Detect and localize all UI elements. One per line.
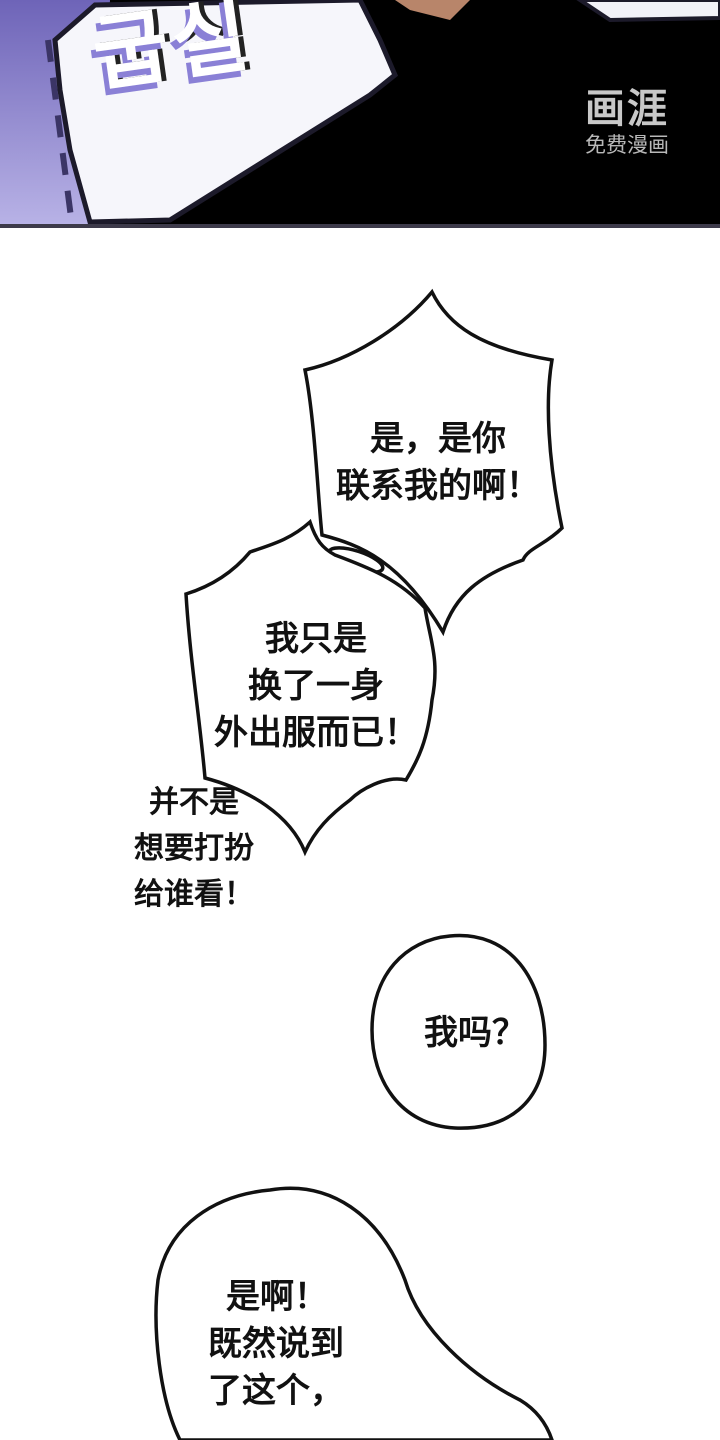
bubble-2-text: 我只是 换了一身 外出服而已！ xyxy=(214,616,418,757)
paper-shape xyxy=(52,0,399,225)
bubble-3-text: 并不是 想要打扮 给谁看！ xyxy=(134,780,254,918)
bubble-1-outline xyxy=(302,288,564,637)
top-comic-panel: 굽실 画涯 免费漫画 xyxy=(0,0,720,225)
bubble-4-text: 我吗？ xyxy=(424,1010,526,1057)
bubble-5-outline xyxy=(154,1186,554,1440)
bubble-2-line-2: 换了一身 xyxy=(248,666,384,706)
bubble-3-line-1: 并不是 xyxy=(149,785,239,820)
panel-divider xyxy=(0,224,720,228)
dashed-line xyxy=(45,39,75,225)
panel-artwork xyxy=(0,0,720,225)
bubble-2-line-3: 外出服而已！ xyxy=(214,713,418,753)
bubble-5-line-1: 是啊！ xyxy=(226,1277,328,1317)
bubble-1-line-1: 是，是你 xyxy=(370,419,506,459)
ribbon-shape xyxy=(576,0,720,23)
bubble-2-outline xyxy=(184,518,437,857)
bubble-4-line-1: 我吗？ xyxy=(424,1013,526,1053)
bubble-5-line-3: 了这个， xyxy=(208,1371,344,1411)
bubble-2-line-1: 我只是 xyxy=(265,619,367,659)
watermark-logo: 画涯 xyxy=(585,86,669,132)
bubble-1-line-2: 联系我的啊！ xyxy=(336,466,540,506)
bubble-1-text: 是，是你 联系我的啊！ xyxy=(336,416,540,510)
bubble-3-line-2: 想要打扮 xyxy=(134,831,254,866)
bubble-5-text: 是啊！ 既然说到 了这个， xyxy=(208,1274,344,1415)
watermark-subtitle: 免费漫画 xyxy=(585,133,669,157)
bubble-4-outline xyxy=(370,933,547,1130)
bubble-5-line-2: 既然说到 xyxy=(208,1324,344,1364)
watermark: 画涯 免费漫画 xyxy=(566,86,688,158)
skin-area xyxy=(395,0,470,20)
bubble-3-line-3: 给谁看！ xyxy=(134,877,254,912)
